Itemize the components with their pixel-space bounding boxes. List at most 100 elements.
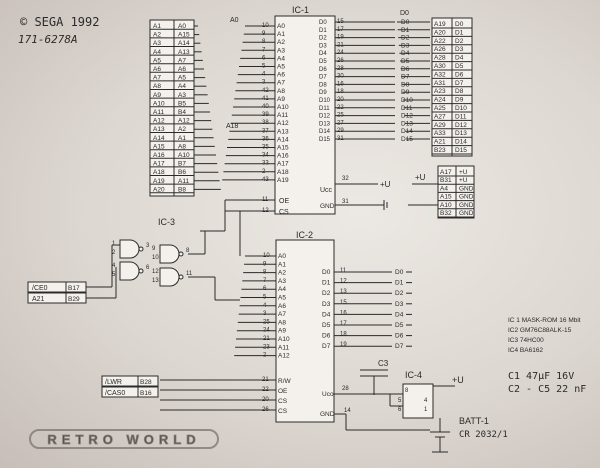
- ic1-pin-label: A9: [277, 96, 285, 103]
- address-line-name: A5: [153, 57, 161, 64]
- ic1-data-pin: D5: [319, 59, 327, 65]
- edge-pin-name: A1: [178, 135, 186, 142]
- ic2-data-name: D6: [395, 333, 404, 340]
- ic2-data-pin: D1: [322, 280, 331, 287]
- ic1-pin-label: A19: [277, 177, 289, 184]
- ic1-data-pin: D7: [319, 75, 327, 81]
- ic2-left-pins: A010A19A28A37A46A55A64A73A825A924A1021A1…: [160, 246, 292, 415]
- nand-bubble: [138, 246, 144, 252]
- ic4-pin: 1: [424, 407, 428, 413]
- ic1-gnd-pin: GND: [320, 203, 335, 210]
- power-net-name: GND: [459, 194, 474, 201]
- edge-pin-name: A12: [178, 118, 190, 125]
- edge-pin-name: A24: [434, 97, 446, 104]
- edge-pin-name: A4: [440, 185, 448, 192]
- data-line-name: D1: [455, 29, 464, 36]
- edge-pin-name: A23: [434, 88, 446, 95]
- ic2-data-number: 16: [340, 310, 347, 316]
- ic2-data-number: 15: [340, 300, 347, 306]
- ic1-pin-label: A12: [277, 120, 289, 127]
- signal-pin: B16: [140, 390, 152, 397]
- edge-pin-name: B8: [178, 186, 186, 193]
- ic1-data-pin: D4: [319, 51, 327, 57]
- ic1-pin-label: A17: [277, 161, 289, 168]
- edge-pin-name: B23: [434, 147, 446, 154]
- ic2-data-pin: D7: [322, 343, 331, 350]
- ic2-pin-label: A3: [278, 278, 286, 285]
- ic3-pin: 2: [112, 250, 116, 256]
- edge-pin-name: B31: [440, 177, 452, 184]
- address-line-name: A3: [153, 40, 161, 47]
- capacitor-c1: C1 47µF 16V: [508, 371, 574, 382]
- ic4-pin: 5: [398, 398, 402, 404]
- legend-line: IC 1 MASK-ROM 16 Mbit: [508, 317, 581, 324]
- ic2-pin-label: A0: [278, 253, 286, 260]
- ic2-data-number: 18: [340, 332, 347, 338]
- ic2-data-number: 19: [340, 342, 347, 348]
- edge-pin-name: A30: [434, 63, 446, 70]
- ic3-pin: 9: [152, 246, 156, 252]
- address-line-name: A1: [153, 23, 161, 30]
- power-net-name: +U: [459, 177, 468, 184]
- ic2-gnd-number: 14: [344, 408, 351, 414]
- address-line-name: A4: [153, 49, 161, 56]
- edge-pin-name: A2: [178, 126, 186, 133]
- legend-line: IC4 BA6162: [508, 347, 543, 354]
- ic4-pin: 4: [424, 398, 428, 404]
- address-line-name: A10: [153, 100, 165, 107]
- ic1-data-pin: D0: [319, 20, 327, 26]
- ic3-pin: 13: [152, 278, 159, 284]
- ic2-data-pin: D3: [322, 301, 331, 308]
- address-line-name: A7: [153, 75, 161, 82]
- ic2-data-name: D0: [395, 269, 404, 276]
- ic1-pin-label: A13: [277, 128, 289, 135]
- ic2-data-number: 13: [340, 289, 347, 295]
- ic2-data-name: D4: [395, 311, 404, 318]
- ic3-pin: 10: [152, 255, 159, 261]
- edge-pin-name: A13: [178, 49, 190, 56]
- ic1-pin-label: A5: [277, 64, 285, 71]
- ic1-data-pin: D11: [319, 106, 330, 112]
- edge-pin-name: A27: [434, 113, 446, 120]
- ic1-data-pin: D1: [319, 28, 327, 34]
- address-line-name: A14: [153, 135, 165, 142]
- edge-pin-name: A10: [178, 152, 190, 159]
- address-line-name: A16: [153, 152, 165, 159]
- ic3-pin: 11: [186, 271, 193, 277]
- c3-label: C3: [378, 359, 389, 368]
- ic2-title: IC-2: [296, 230, 313, 240]
- ic3-pin: 12: [152, 269, 159, 275]
- part-number-text: 171-6278A: [18, 33, 78, 46]
- ic4-vcc-label: +U: [452, 375, 464, 385]
- capacitor-c2-c5: C2 - C5 22 nF: [508, 384, 586, 395]
- ic2-data-pin: D2: [322, 290, 331, 297]
- ic2-control-pin: R/W: [278, 378, 292, 385]
- nand-gate: [159, 267, 180, 287]
- ic2-data-number: 17: [340, 321, 347, 327]
- ic2-pin-label: A4: [278, 286, 286, 293]
- edge-pin-name: A15: [178, 32, 190, 39]
- data-line-name: D2: [455, 38, 464, 45]
- ic1-pin-label: A10: [277, 104, 289, 111]
- edge-pin-name: B4: [178, 109, 186, 116]
- ic2-pin-label: A12: [278, 353, 290, 360]
- ic1-data-pin: D9: [319, 90, 327, 96]
- ic1-vcc-number: 32: [342, 176, 349, 182]
- data-line-name: D9: [455, 97, 464, 104]
- edge-pin-name: B5: [178, 100, 186, 107]
- ic2-vcc-pin: Uco: [322, 391, 334, 398]
- ic1-control-pin: CS: [279, 209, 289, 216]
- address-bus-label: A18: [226, 123, 239, 130]
- address-line-name: A9: [153, 92, 161, 99]
- edge-pin-name: A22: [434, 38, 446, 45]
- ic4-title: IC-4: [405, 370, 422, 380]
- copyright-text: © SEGA 1992: [20, 15, 99, 29]
- ic1-data-pin: D8: [319, 82, 327, 88]
- signal-pin-box: [137, 386, 159, 398]
- edge-pin-name: A6: [178, 66, 186, 73]
- edge-pin-name: A32: [434, 71, 446, 78]
- edge-pin-name: B32: [440, 210, 452, 217]
